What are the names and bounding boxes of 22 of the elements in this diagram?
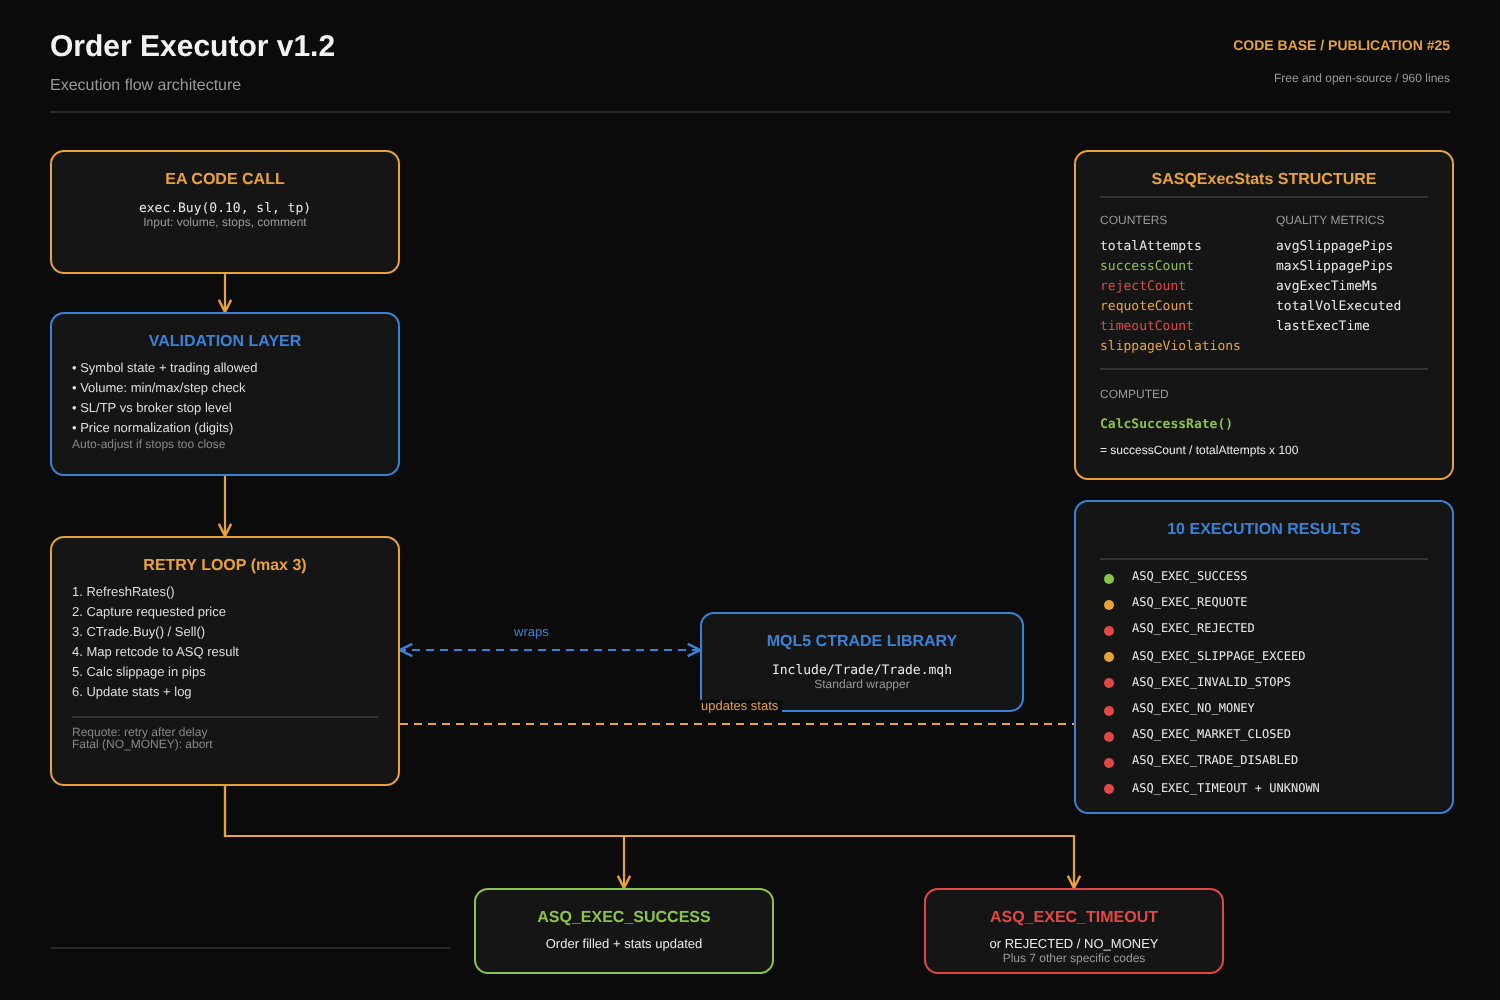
loop-box — [50, 536, 400, 786]
heading: MQL5 CTRADE LIBRARY — [764, 632, 960, 650]
subtitle: Execution flow architecture — [50, 76, 242, 94]
title: Order Executor v1.2 — [50, 30, 336, 64]
structure-panel — [1074, 150, 1454, 480]
heading: VALIDATION LAYER — [146, 332, 304, 350]
arrow — [217, 476, 233, 538]
library-box — [700, 612, 1024, 712]
heading: ASQ_EXEC_TIMEOUT — [987, 908, 1160, 926]
outcome-box — [924, 888, 1224, 974]
process-box — [50, 312, 400, 476]
arrow — [398, 642, 702, 658]
arrow — [217, 274, 233, 314]
heading: EA CODE CALL — [163, 170, 287, 188]
outcome-box — [474, 888, 774, 974]
process-box — [50, 150, 400, 274]
results-panel — [1074, 500, 1454, 814]
heading: RETRY LOOP (max 3) — [141, 556, 309, 574]
heading: ASQ_EXEC_SUCCESS — [535, 908, 713, 926]
heading: SASQExecStats STRUCTURE — [1149, 168, 1379, 192]
arrow — [223, 786, 1082, 890]
heading: 10 EXECUTION RESULTS — [1165, 520, 1363, 538]
